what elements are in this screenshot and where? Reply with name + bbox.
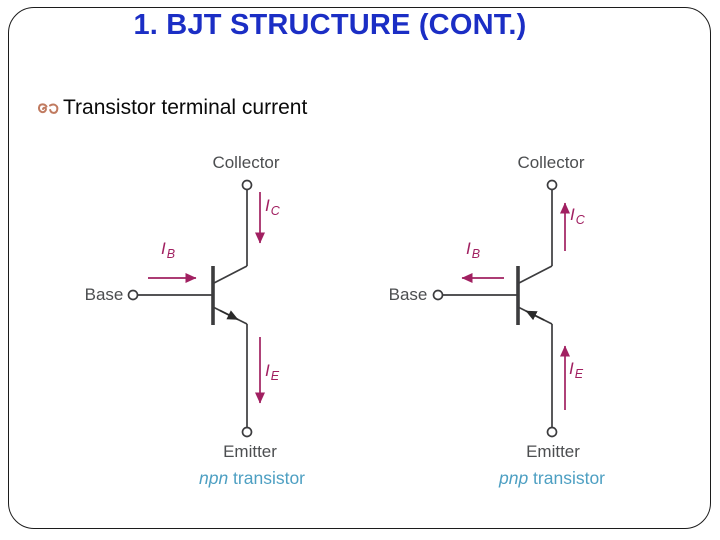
pnp-ie-label: IE [569,359,584,381]
bullet-text: Transistor terminal current [63,96,308,119]
npn-emitter-terminal-dot [241,426,253,438]
pnp-ic-label: IC [570,205,585,227]
npn-type-italic: npn [198,468,229,488]
pnp-terminal-dots [432,179,558,438]
pnp-collector-terminal-dot [546,179,558,191]
npn-collector-terminal-dot [241,179,253,191]
decorative-curl-bullet-icon [38,102,59,114]
npn-ie-label: IE [265,361,280,383]
pnp-emitter-label: Emitter [526,442,580,461]
bullet-item: Transistor terminal current [37,96,307,120]
npn-transistor-symbol [138,190,248,427]
npn-terminal-dots [127,179,253,438]
pnp-transistor-symbol [443,190,553,427]
npn-type-rest: transistor [228,468,306,488]
pnp-base-label: Base [388,285,428,304]
npn-emitter-label: Emitter [223,442,277,461]
pnp-emitter-arrow [525,310,545,321]
pnp-collector-label: Collector [517,153,585,172]
npn-ib-label: IB [161,239,176,261]
pnp-type-italic: pnp [498,468,529,488]
pnp-ib-label: IB [466,239,481,261]
npn-base-terminal-dot [127,289,139,301]
slide-border [8,7,711,529]
pnp-circuit-drawing [432,179,570,438]
npn-ic-label: IC [265,196,280,218]
npn-type-label: npn transistor [198,468,306,488]
npn-collector-label: Collector [212,153,280,172]
pnp-type-rest: transistor [528,468,606,488]
pnp-type-label: pnp transistor [498,468,606,488]
npn-base-label: Base [84,285,124,304]
pnp-base-terminal-dot [432,289,444,301]
npn-emitter-arrow [219,309,239,321]
pnp-emitter-terminal-dot [546,426,558,438]
page-title: 1. BJT STRUCTURE (CONT.) [133,9,527,41]
npn-circuit-drawing [127,179,265,438]
